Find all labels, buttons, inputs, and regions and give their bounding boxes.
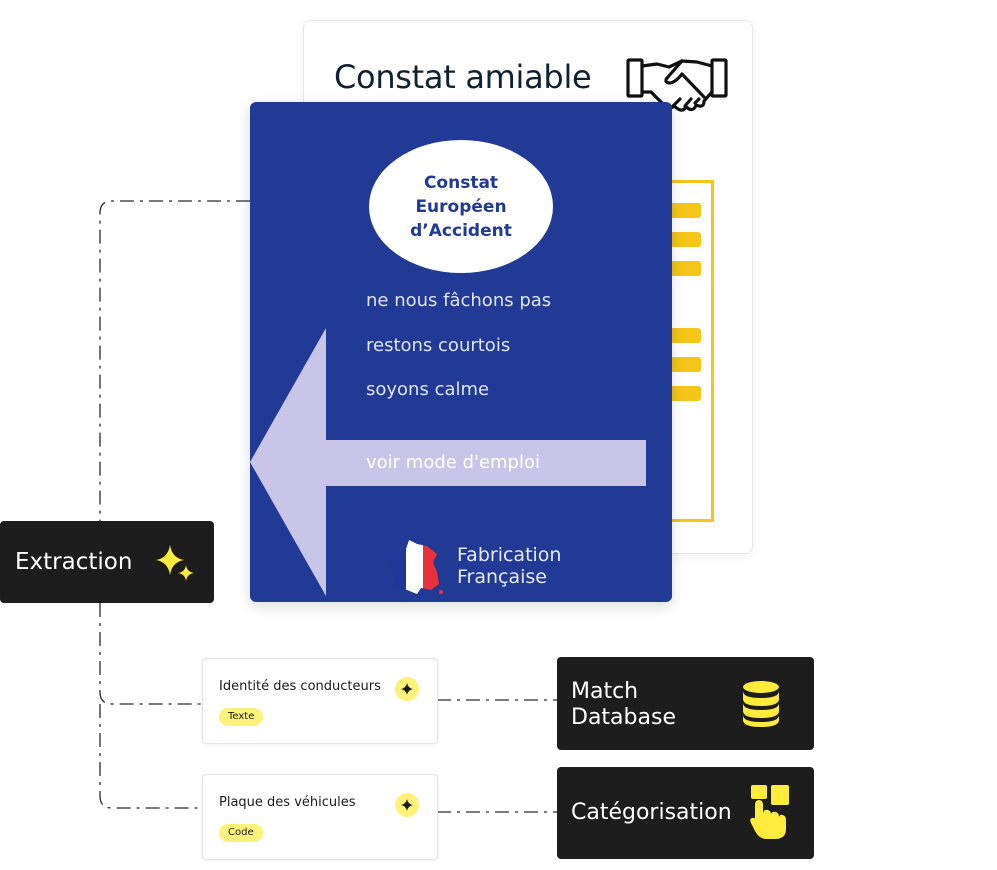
yellow-tab [672,261,701,276]
match-line-1: Match [571,679,639,704]
hand-pointer-icon [750,785,789,839]
database-icon [743,681,779,727]
card-line-1: ne nous fâchons pas [366,290,552,311]
sparkle-icon [395,793,419,817]
mode-emploi-text: voir mode d'emploi [366,452,540,473]
tag-pill: Texte [219,708,264,726]
sparkle-icon [395,677,419,701]
connector-card-to-extraction [99,200,250,521]
categorisation-label: Catégorisation [571,800,732,825]
extraction-label: Extraction [15,549,133,575]
france-map-icon [389,540,443,594]
extraction-box: Extraction [0,521,214,603]
match-database-box: Match Database [557,657,814,750]
yellow-tab [672,203,701,218]
yellow-tab [672,232,701,247]
field-label: Identité des conducteurs [219,679,381,694]
badge-oval: Constat Européen d’Accident [369,140,553,273]
tag-pill: Code [219,824,263,842]
card-line-3: soyons calme [366,379,490,400]
left-arrow-shape [250,328,646,596]
match-database-label: Match Database [571,679,676,731]
back-card-title: Constat amiable [334,58,592,96]
match-line-2: Database [571,705,676,730]
field-card-identite: Identité des conducteurs Texte [202,658,438,744]
yellow-tab [672,386,701,401]
yellow-tab [672,328,701,343]
fabrication-line-2: Française [457,566,547,588]
yellow-frame [672,180,714,522]
yellow-tab [672,357,701,372]
connector-extraction-to-plaque [99,704,202,809]
categorisation-box: Catégorisation [557,767,814,859]
field-card-plaque: Plaque des véhicules Code [202,774,438,860]
sparkles-icon [156,545,194,581]
card-line-2: restons courtois [366,335,511,356]
field-label: Plaque des véhicules [219,795,356,810]
connector-extraction-to-identite [99,603,202,705]
fabrication-francaise: Fabrication Française [457,544,561,588]
badge-text: Constat Européen d’Accident [410,172,512,241]
fabrication-line-1: Fabrication [457,544,562,566]
